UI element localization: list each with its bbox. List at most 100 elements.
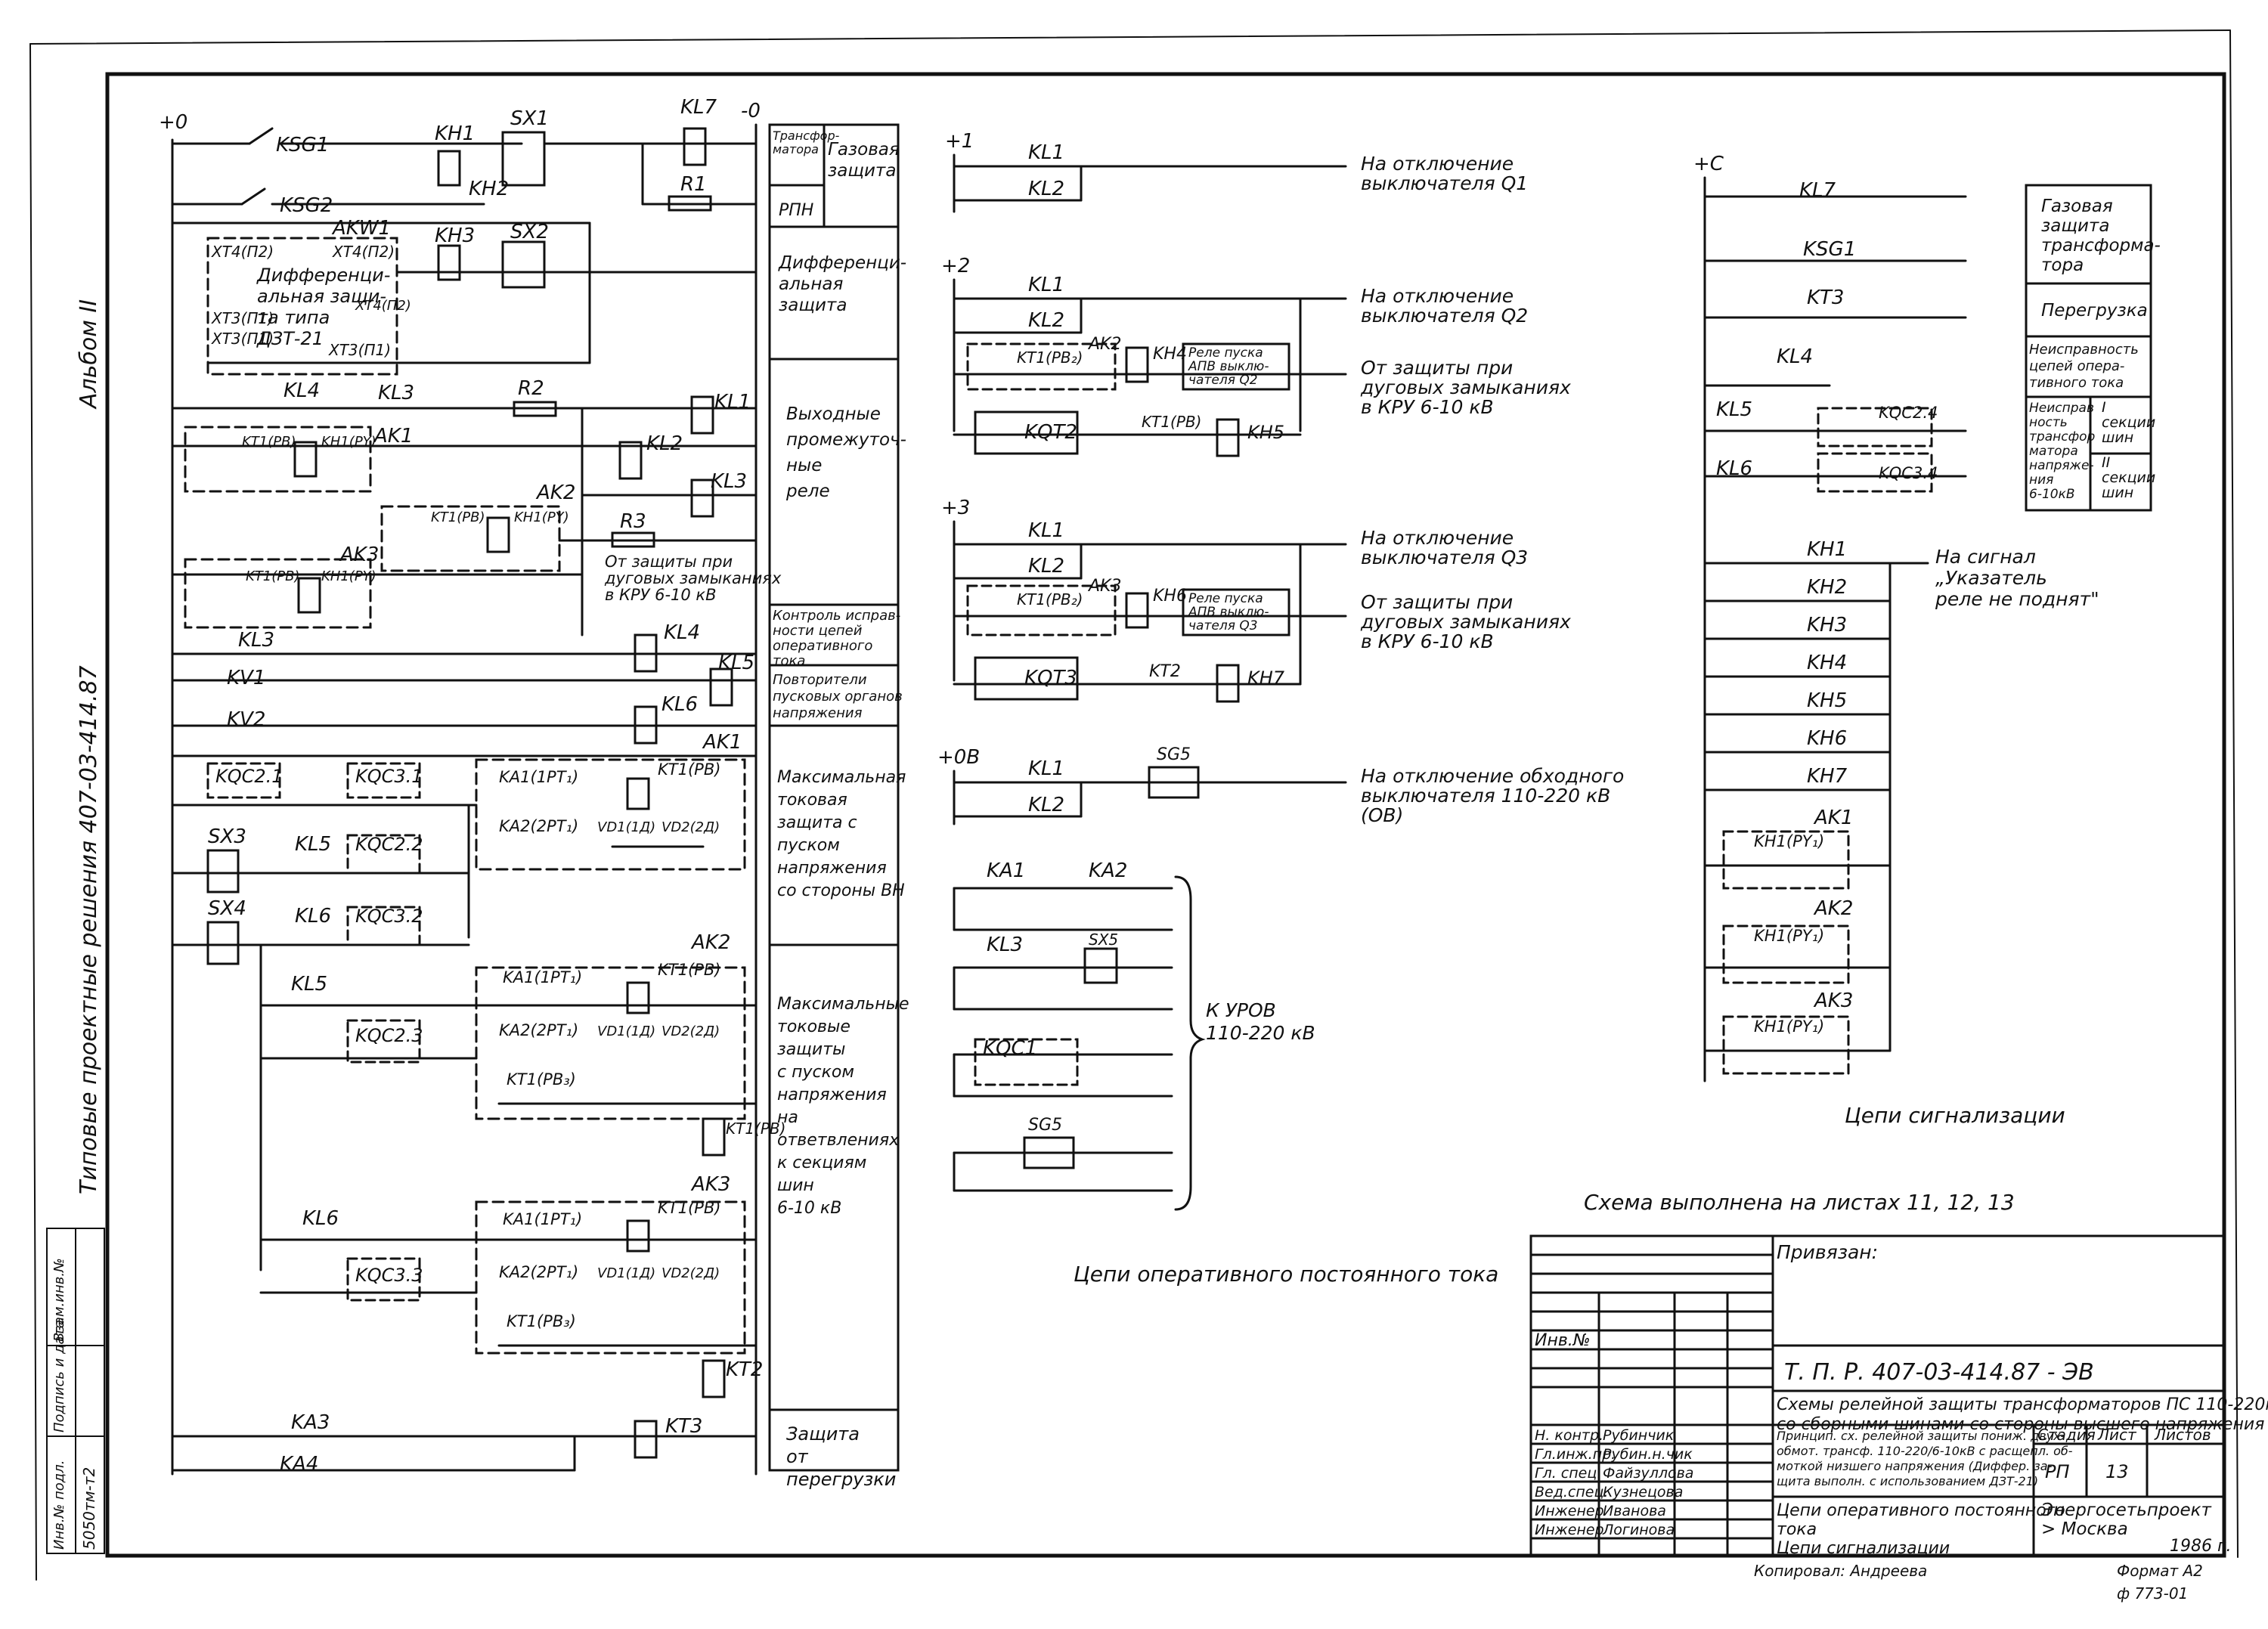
label-KA1-1: KA1(1PT₁) (499, 768, 578, 786)
relay-KL3 (690, 478, 714, 518)
label-KSG1: KSG1 (276, 134, 329, 156)
label-KA2-3: KA2(2PT₁) (499, 1263, 578, 1281)
label-AKW1: AKW1 (331, 217, 391, 240)
tb-code: Т. П. Р. 407-03-414.87 - ЭВ (1784, 1359, 2094, 1386)
label-KT3: KT3 (665, 1415, 702, 1438)
label-KT1-q2: KT1(PB) (1142, 413, 1201, 431)
left-circuit (171, 123, 758, 1476)
label-KL2-q3: KL2 (1028, 555, 1064, 578)
switch-SX4 (206, 921, 240, 965)
label-KT1-coil: KT1(PB) (726, 1120, 785, 1138)
label-KL3-urov: KL3 (987, 934, 1023, 956)
relay-KT1 (702, 1117, 726, 1157)
label-KQC2.1: KQC2.1 (215, 766, 284, 787)
relay-KQC1 (974, 1038, 1079, 1086)
label-AK3-mtz: AK3 (690, 1173, 730, 1196)
relay-start-apv-q3 (1182, 588, 1290, 636)
relay-KQC3.3 (346, 1257, 421, 1302)
label-KT1PB-3: KT1(PB) (246, 568, 300, 584)
label-R3: R3 (620, 510, 646, 533)
signal-SG5-top (1148, 766, 1200, 799)
tb-role-3: Вед.спец. (1535, 1484, 1608, 1500)
relay-KL7 (683, 127, 707, 166)
label-KT1PB3-2: KT1(PB₃) (507, 1312, 576, 1330)
label-XT3-a: XT3(П1) (211, 309, 274, 327)
label-KL2-ob: KL2 (1028, 794, 1064, 816)
tb-name-2: Файзуллова (1603, 1465, 1693, 1482)
label-KL5-coil: KL5 (718, 652, 754, 674)
label-KV1: KV1 (227, 667, 265, 689)
text-sheets-note: Схема выполнена на листах 11, 12, 13 (1584, 1190, 2015, 1215)
label-SG5-top: SG5 (1157, 745, 1191, 764)
label-KL3-coil: KL3 (711, 470, 747, 493)
label-KT1PB3-1: KT1(PB₃) (507, 1070, 576, 1089)
label-KL2-q2: KL2 (1028, 309, 1064, 332)
device-AK1-top (184, 426, 372, 493)
relay-KQT3 (974, 656, 1079, 701)
label-KH7: KH7 (1247, 667, 1285, 689)
relay-KT3 (634, 1420, 658, 1459)
middle-circuit (953, 153, 1347, 1211)
switch-SX2 (501, 240, 546, 289)
relay-KL2 (618, 441, 643, 480)
label-KA2-2: KA2(2PT₁) (499, 1021, 578, 1039)
label-KA2-urov: KA2 (1089, 859, 1127, 882)
tb-name-0: Рубинчик (1603, 1427, 1675, 1444)
relay-KT2 (702, 1359, 726, 1398)
label-rail-plus0: +0 (159, 111, 187, 134)
relay-KQC3.1 (346, 762, 421, 799)
label-KQC2.3: KQC2.3 (355, 1025, 423, 1046)
label-KA4: KA4 (280, 1453, 318, 1476)
left-function-table (768, 123, 900, 1472)
label-AK3-sig: AK3 (1813, 989, 1853, 1012)
label-KQT2: KQT2 (1024, 421, 1077, 444)
label-KSG1-sig: KSG1 (1803, 238, 1856, 261)
footer-code: ф 773-01 (2117, 1584, 2188, 1603)
tb-privyazan: Привязан: (1777, 1241, 1878, 1263)
label-VD2-1: VD2(2Д) (662, 819, 720, 835)
label-KH4: KH4 (1153, 345, 1187, 364)
label-KL1-q2: KL1 (1028, 274, 1064, 296)
relay-KQC2.3 (346, 1019, 421, 1064)
label-AK2: AK2 (535, 482, 575, 504)
label-SX4: SX4 (208, 897, 246, 920)
device-AK2-apv (966, 342, 1117, 391)
relay-KH5 (1216, 418, 1240, 457)
label-AK2-mtz: AK2 (690, 931, 730, 954)
caption-signal-circuits: Цепи сигнализации (1845, 1103, 2065, 1128)
device-AK3-mtz (475, 1200, 746, 1355)
label-KA2-1: KA2(2PT₁) (499, 817, 578, 835)
switch-SX3 (206, 849, 240, 893)
table-rpn: РПН (779, 201, 813, 220)
label-SX3: SX3 (208, 825, 246, 848)
margin-stamp-vzam: Взам.инв.№ (51, 1258, 67, 1342)
label-KL6-coil: KL6 (662, 693, 698, 716)
label-KL5-sig: KL5 (1716, 398, 1752, 421)
label-KL6-sig: KL6 (1716, 457, 1752, 480)
label-rail-plus3: +3 (941, 497, 970, 519)
tb-role-0: Н. контр. (1535, 1427, 1603, 1444)
label-AK3-q3: AK3 (1087, 577, 1121, 596)
relay-KQT2 (974, 410, 1079, 455)
label-KL4-sig: KL4 (1777, 345, 1813, 368)
tb-stage-h: Стадия (2037, 1426, 2096, 1444)
label-KT1PB-1: KT1(PB) (242, 434, 296, 450)
urov-brace (1174, 875, 1206, 1211)
label-KH2: KH2 (469, 178, 509, 200)
label-KQC3.3: KQC3.3 (355, 1265, 423, 1286)
device-AK3-signal (1722, 1015, 1850, 1075)
label-XT3-b: XT3(П1) (211, 330, 274, 348)
